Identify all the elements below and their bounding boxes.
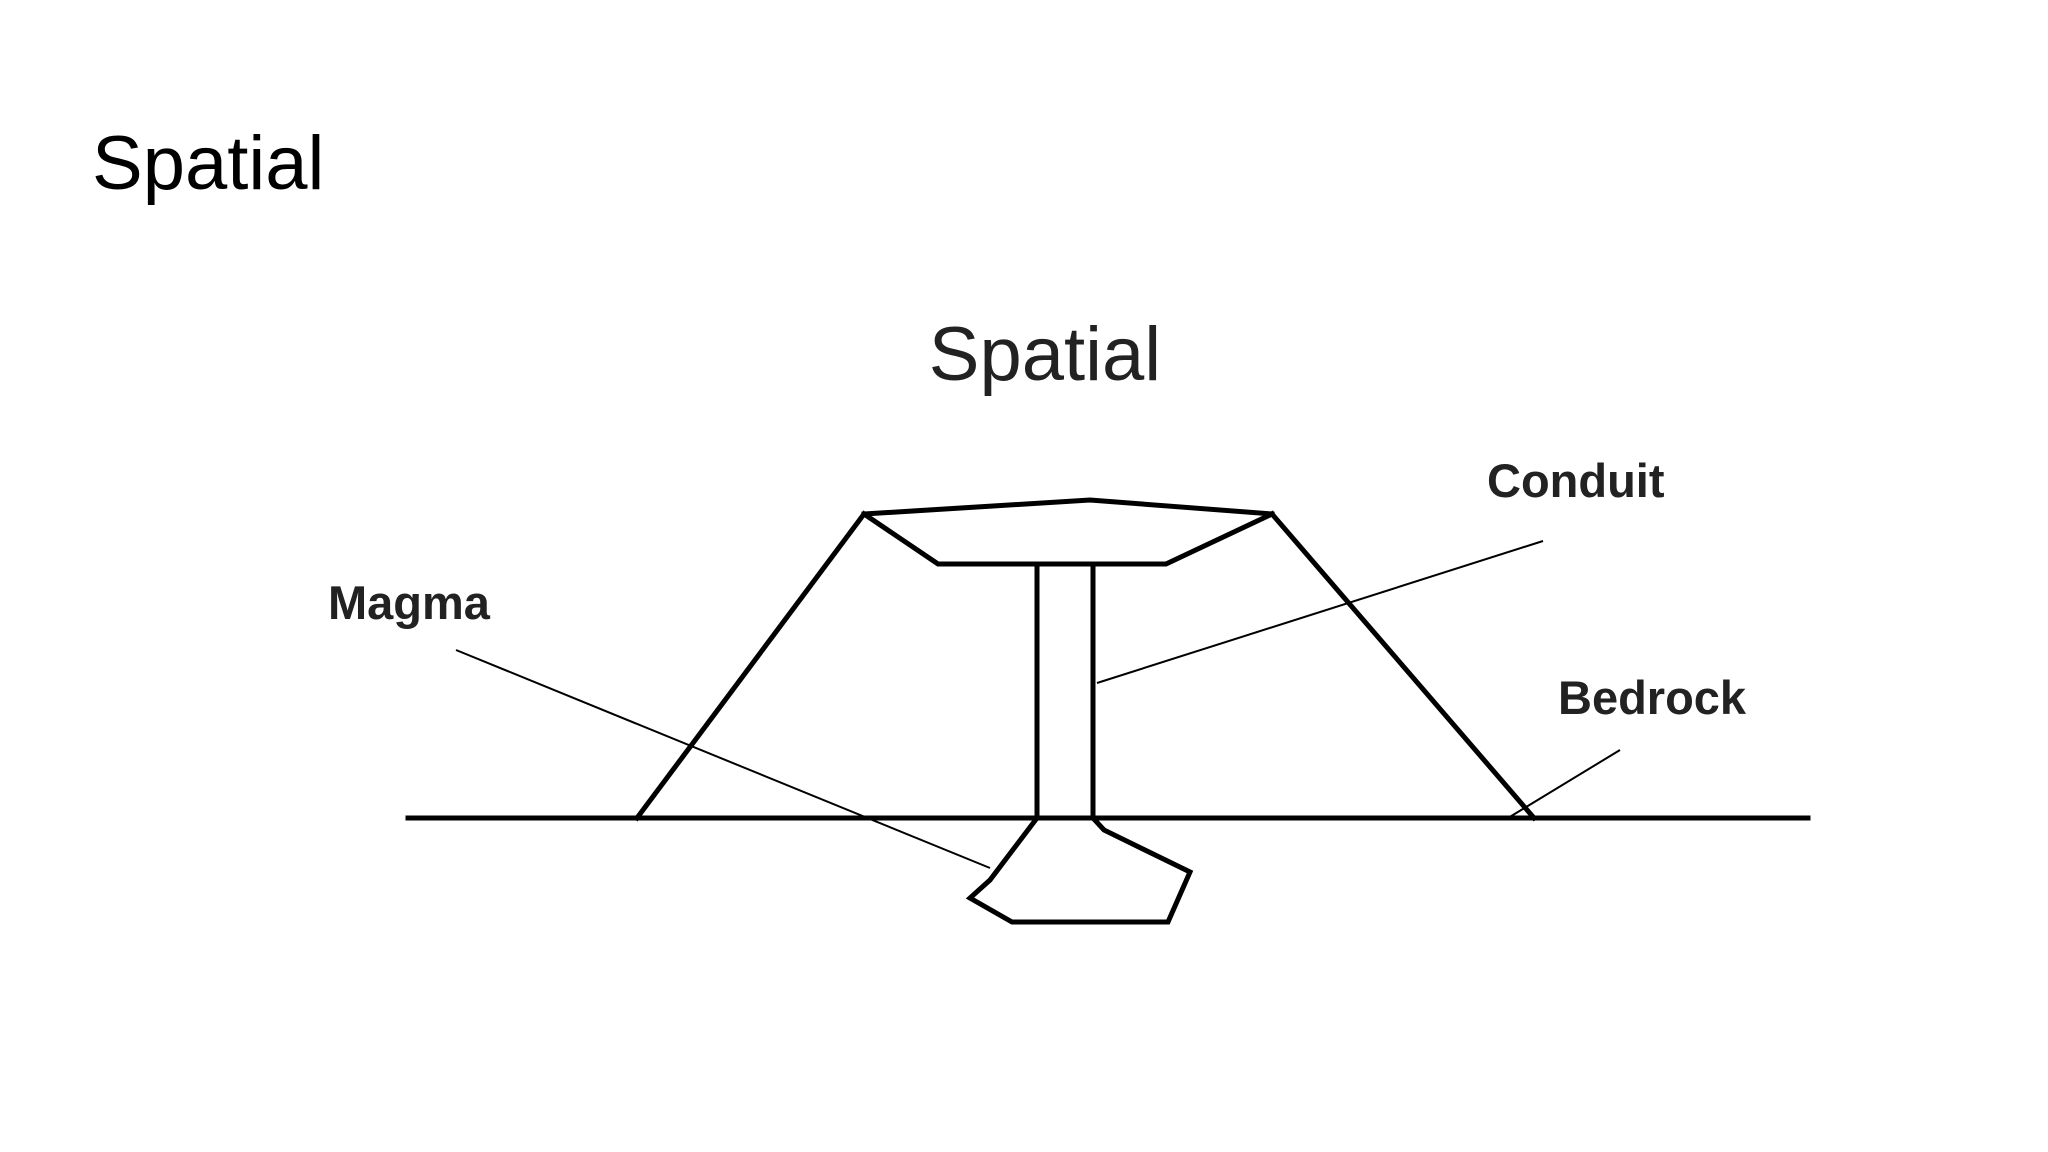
volcano-right-slope — [1268, 510, 1538, 822]
volcano-left-slope — [633, 510, 868, 822]
leader-line-bedrock — [1507, 749, 1621, 819]
crater-bowl — [860, 510, 1276, 567]
label-magma: Magma — [328, 576, 491, 629]
leader-line-conduit — [1096, 540, 1544, 684]
label-conduit: Conduit — [1487, 454, 1665, 507]
diagram-title: Spatial — [929, 312, 1161, 397]
magma-chamber — [965, 814, 1194, 925]
crater-top-rim — [861, 497, 1275, 517]
slide-title: Spatial — [92, 121, 325, 206]
label-bedrock: Bedrock — [1558, 671, 1747, 724]
leader-line-magma — [455, 649, 991, 869]
